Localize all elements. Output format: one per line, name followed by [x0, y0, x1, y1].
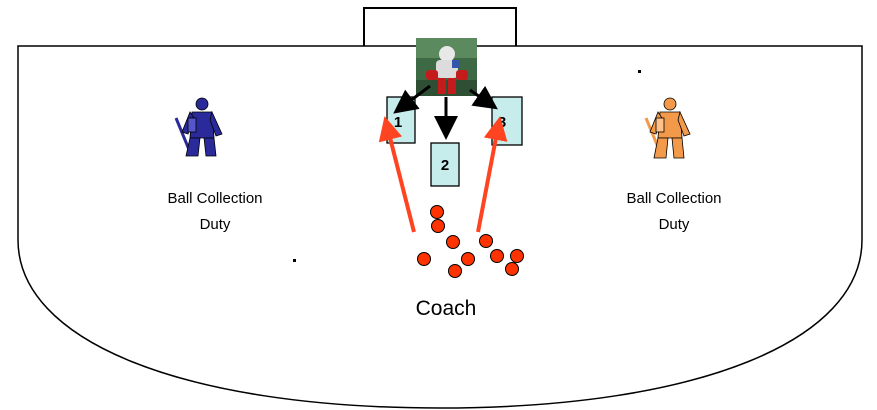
ball [417, 252, 431, 266]
coach-label: Coach [416, 297, 477, 320]
ball [479, 234, 493, 248]
left-keeper-figure [174, 97, 223, 157]
zone-number: 2 [441, 157, 449, 174]
zone-number: 1 [394, 114, 402, 131]
right-duty-label-line2: Duty [659, 216, 690, 233]
keeper-move-arrow-3 [469, 85, 498, 110]
right-keeper-figure [644, 97, 691, 159]
left-duty-label-line2: Duty [200, 216, 231, 233]
field-outline [17, 45, 863, 409]
field-dot [638, 70, 641, 73]
shot-arrow-left [378, 116, 416, 233]
keeper-move-arrow-1 [393, 84, 431, 114]
ball-pile [417, 205, 524, 278]
ball [461, 252, 475, 266]
goal-frame [363, 7, 517, 46]
ball [446, 235, 460, 249]
ball [448, 264, 462, 278]
left-duty-label-line1: Ball Collection [167, 190, 262, 207]
right-duty-label-line1: Ball Collection [626, 190, 721, 207]
shot-arrow-right [476, 116, 508, 233]
zone-box-2: 2 [430, 142, 460, 187]
ball [430, 205, 444, 219]
goalkeeper-photo [416, 38, 477, 96]
field-dot [293, 259, 296, 262]
ball [490, 249, 504, 263]
ball [510, 249, 524, 263]
ball [431, 219, 445, 233]
ball [505, 262, 519, 276]
